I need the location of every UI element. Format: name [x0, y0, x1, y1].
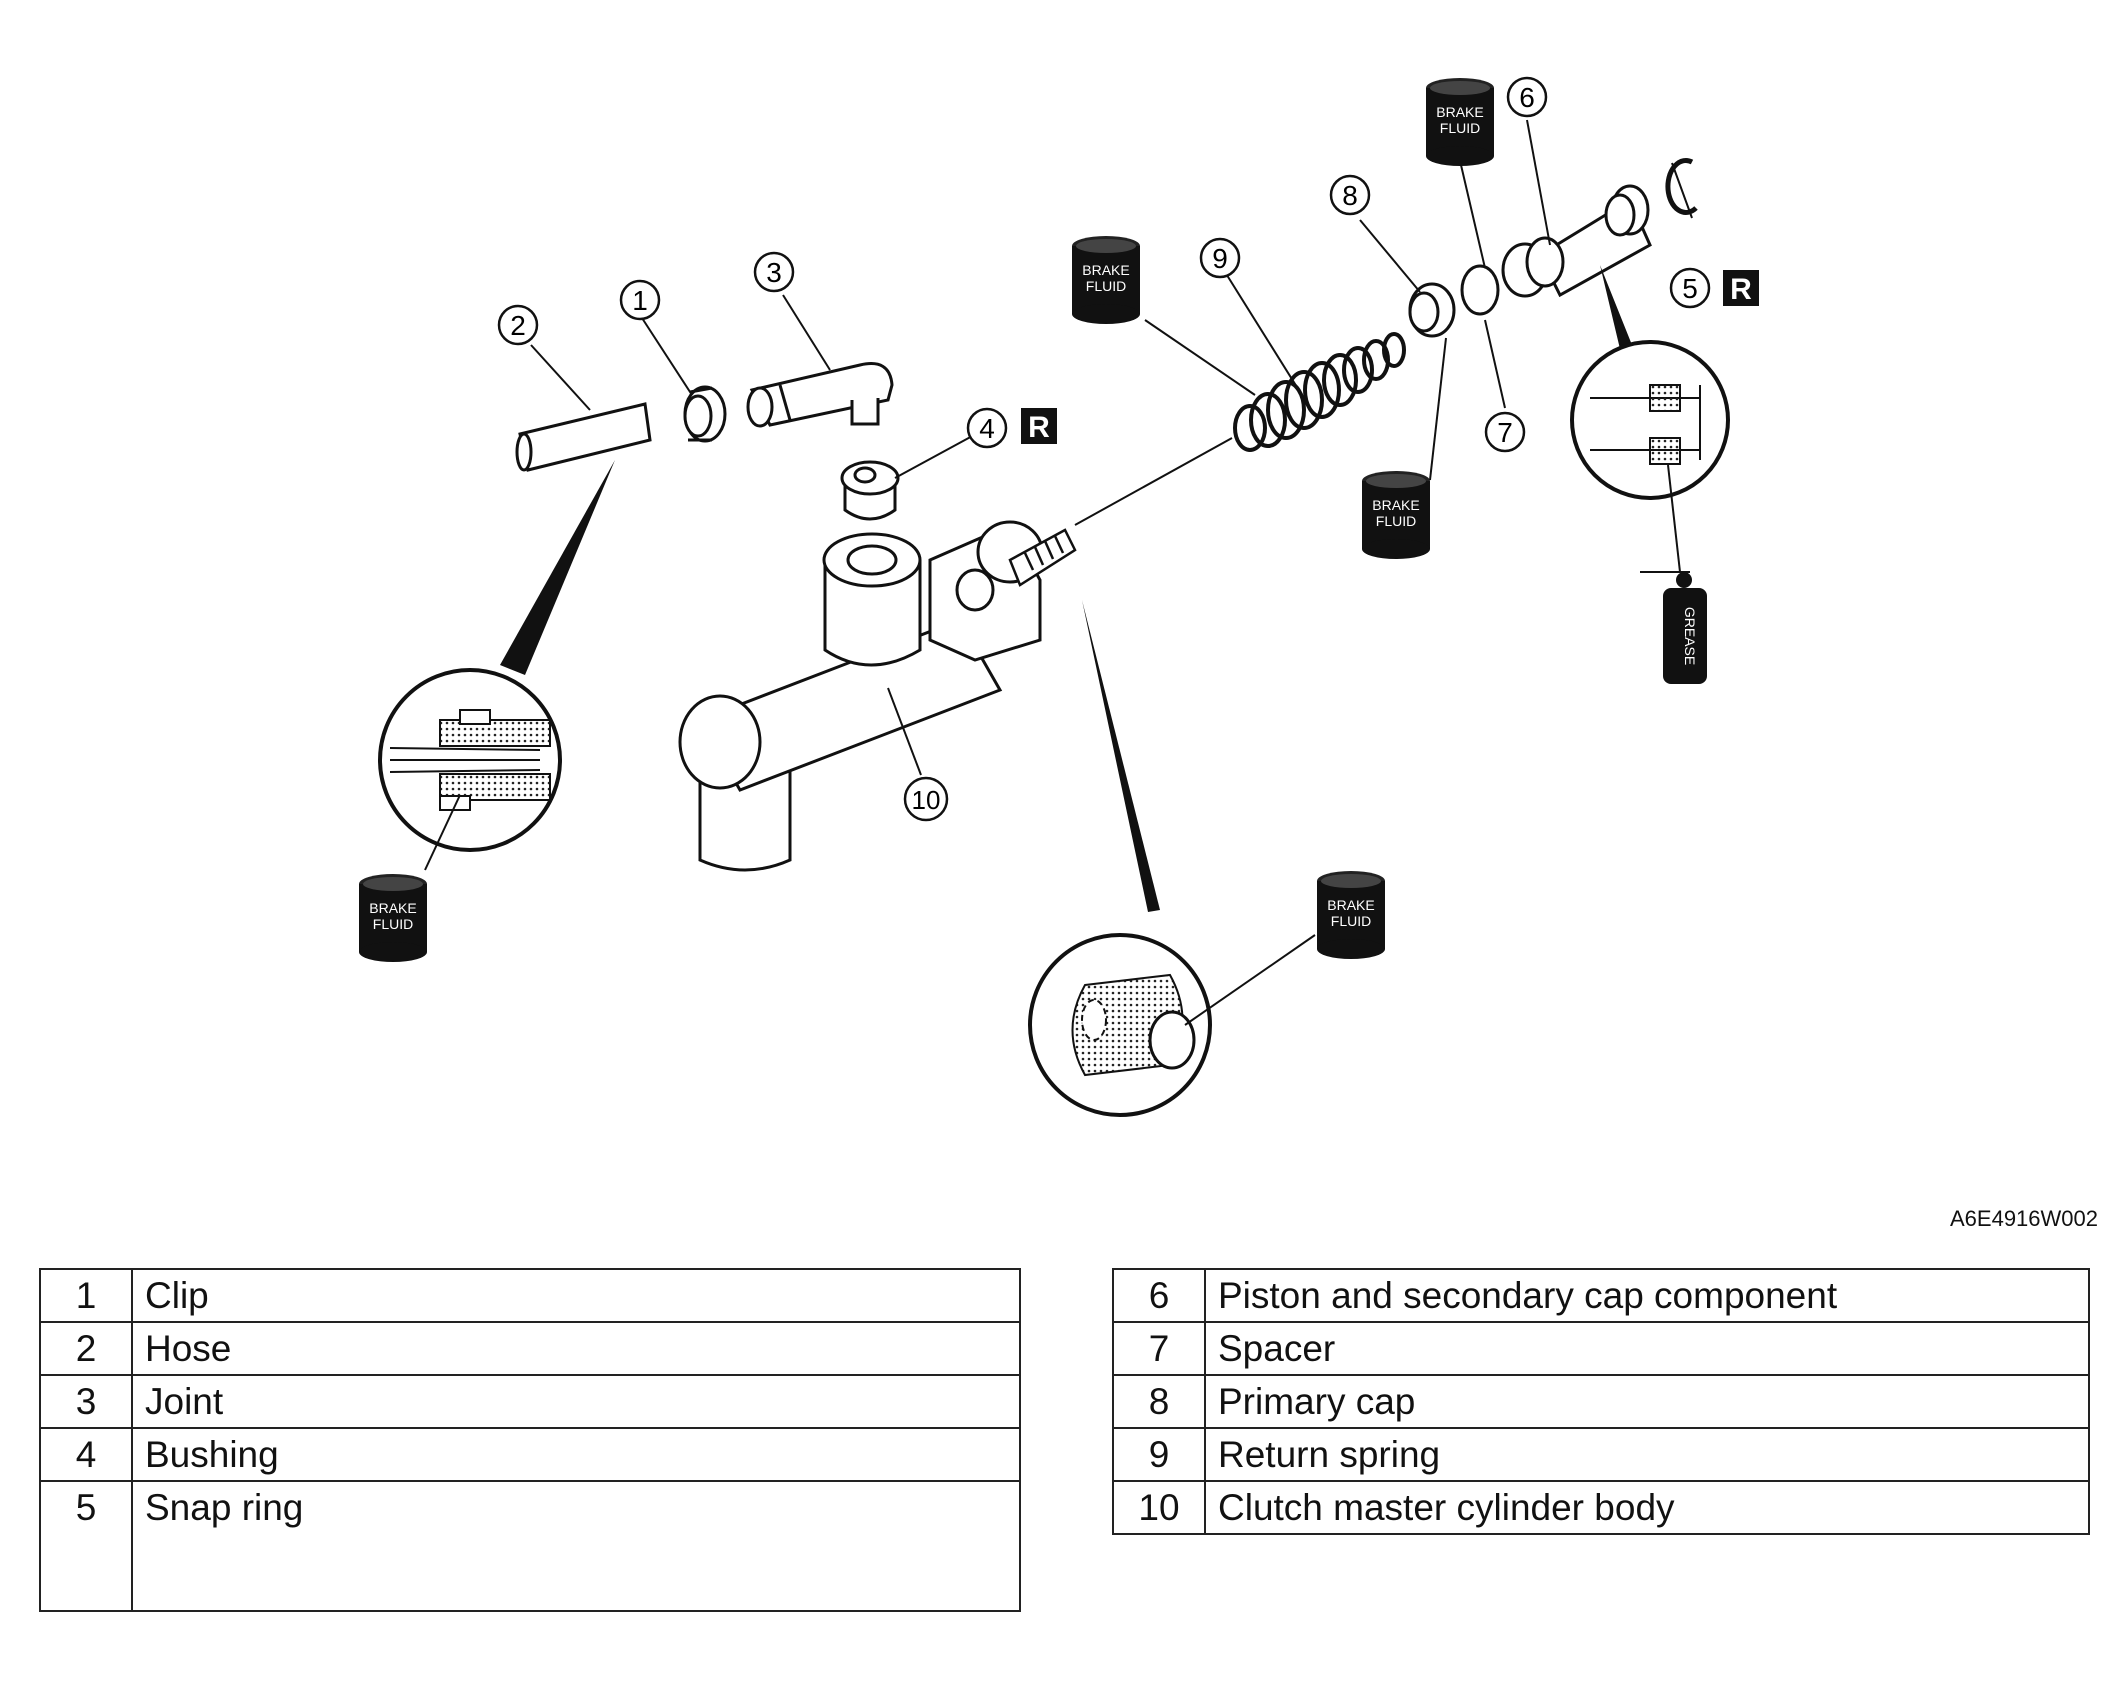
part-name: Piston and secondary cap component: [1204, 1268, 2090, 1323]
svg-text:FLUID: FLUID: [1440, 120, 1480, 136]
part-name: Hose: [131, 1321, 1021, 1376]
push-rod: [1008, 528, 1077, 587]
table-row: 6 Piston and secondary cap component: [1112, 1268, 2090, 1323]
replace-mark-4: R: [1021, 408, 1057, 444]
replace-mark-5: R: [1723, 270, 1759, 306]
clutch-master-cylinder-body: [678, 520, 1061, 872]
part-name: Return spring: [1204, 1427, 2090, 1482]
callout-8: 8: [1329, 174, 1371, 216]
callout-7: 7: [1484, 411, 1526, 453]
callout-2: 2: [497, 304, 539, 346]
part-name: Joint: [131, 1374, 1021, 1429]
snap-ring: [1665, 157, 1698, 215]
table-row: 5 Snap ring: [39, 1480, 1021, 1612]
brake-fluid-can: BRAKE FLUID: [1426, 78, 1494, 166]
table-row: 4 Bushing: [39, 1427, 1021, 1482]
clip: [683, 385, 727, 443]
svg-text:5: 5: [1682, 273, 1698, 304]
svg-text:9: 9: [1212, 243, 1228, 274]
svg-text:1: 1: [632, 285, 648, 316]
brake-fluid-can: BRAKE FLUID: [1072, 236, 1140, 324]
svg-text:4: 4: [979, 413, 995, 444]
piston-and-secondary-cap: [1501, 184, 1652, 298]
detail-circle-piston-caps: [1570, 265, 1730, 573]
part-number: 4: [39, 1427, 133, 1482]
parts-table-left: 1 Clip 2 Hose 3 Joint 4 Bushing 5 Snap r…: [39, 1268, 1021, 1612]
part-number: 3: [39, 1374, 133, 1429]
part-number: 7: [1112, 1321, 1206, 1376]
joint: [746, 362, 894, 428]
bushing: [840, 460, 900, 521]
svg-text:BRAKE: BRAKE: [1082, 262, 1129, 278]
table-row: 1 Clip: [39, 1268, 1021, 1323]
brake-fluid-can: BRAKE FLUID: [1362, 471, 1430, 559]
detail-circle-hose-fitting: [378, 460, 615, 871]
figure-code: A6E4916W002: [1950, 1206, 2098, 1231]
callout-3: 3: [753, 251, 795, 293]
table-row: 10 Clutch master cylinder body: [1112, 1480, 2090, 1535]
svg-text:BRAKE: BRAKE: [1372, 497, 1419, 513]
brake-fluid-can: BRAKE FLUID: [1317, 871, 1385, 959]
table-row: 2 Hose: [39, 1321, 1021, 1376]
table-row: 3 Joint: [39, 1374, 1021, 1429]
svg-text:BRAKE: BRAKE: [1327, 897, 1374, 913]
svg-text:BRAKE: BRAKE: [1436, 104, 1483, 120]
callout-6: 6: [1506, 76, 1548, 118]
callout-10: 10: [903, 776, 949, 822]
svg-text:GREASE: GREASE: [1682, 607, 1698, 665]
part-name: Bushing: [131, 1427, 1021, 1482]
part-number: 1: [39, 1268, 133, 1323]
part-name: Clutch master cylinder body: [1204, 1480, 2090, 1535]
part-number: 2: [39, 1321, 133, 1376]
svg-text:FLUID: FLUID: [373, 916, 413, 932]
part-number: 6: [1112, 1268, 1206, 1323]
callout-5: 5: [1669, 267, 1711, 309]
part-name: Spacer: [1204, 1321, 2090, 1376]
svg-text:R: R: [1028, 411, 1050, 444]
grease-tube: GREASE: [1663, 572, 1707, 684]
svg-text:8: 8: [1342, 180, 1358, 211]
part-number: 9: [1112, 1427, 1206, 1482]
table-row: 7 Spacer: [1112, 1321, 2090, 1376]
part-number: 8: [1112, 1374, 1206, 1429]
hose: [515, 402, 652, 472]
brake-fluid-can: BRAKE FLUID: [359, 874, 427, 962]
part-number: 5: [39, 1480, 133, 1612]
svg-text:FLUID: FLUID: [1376, 513, 1416, 529]
detail-circle-cylinder-bore: [1028, 600, 1316, 1117]
primary-cap: [1408, 282, 1456, 338]
part-number: 10: [1112, 1480, 1206, 1535]
table-row: 9 Return spring: [1112, 1427, 2090, 1482]
svg-text:2: 2: [510, 310, 526, 341]
svg-text:7: 7: [1497, 417, 1513, 448]
parts-table-right: 6 Piston and secondary cap component 7 S…: [1112, 1268, 2090, 1535]
part-name: Primary cap: [1204, 1374, 2090, 1429]
svg-text:6: 6: [1519, 82, 1535, 113]
svg-text:10: 10: [912, 785, 941, 815]
svg-text:FLUID: FLUID: [1086, 278, 1126, 294]
svg-text:FLUID: FLUID: [1331, 913, 1371, 929]
svg-text:BRAKE: BRAKE: [369, 900, 416, 916]
part-name: Snap ring: [131, 1480, 1021, 1612]
part-name: Clip: [131, 1268, 1021, 1323]
table-row: 8 Primary cap: [1112, 1374, 2090, 1429]
svg-text:R: R: [1730, 273, 1752, 306]
callout-4: 4: [966, 407, 1008, 449]
svg-text:3: 3: [766, 257, 782, 288]
callout-9: 9: [1199, 237, 1241, 279]
return-spring: [1233, 332, 1406, 452]
spacer: [1460, 264, 1500, 316]
callout-1: 1: [619, 279, 661, 321]
